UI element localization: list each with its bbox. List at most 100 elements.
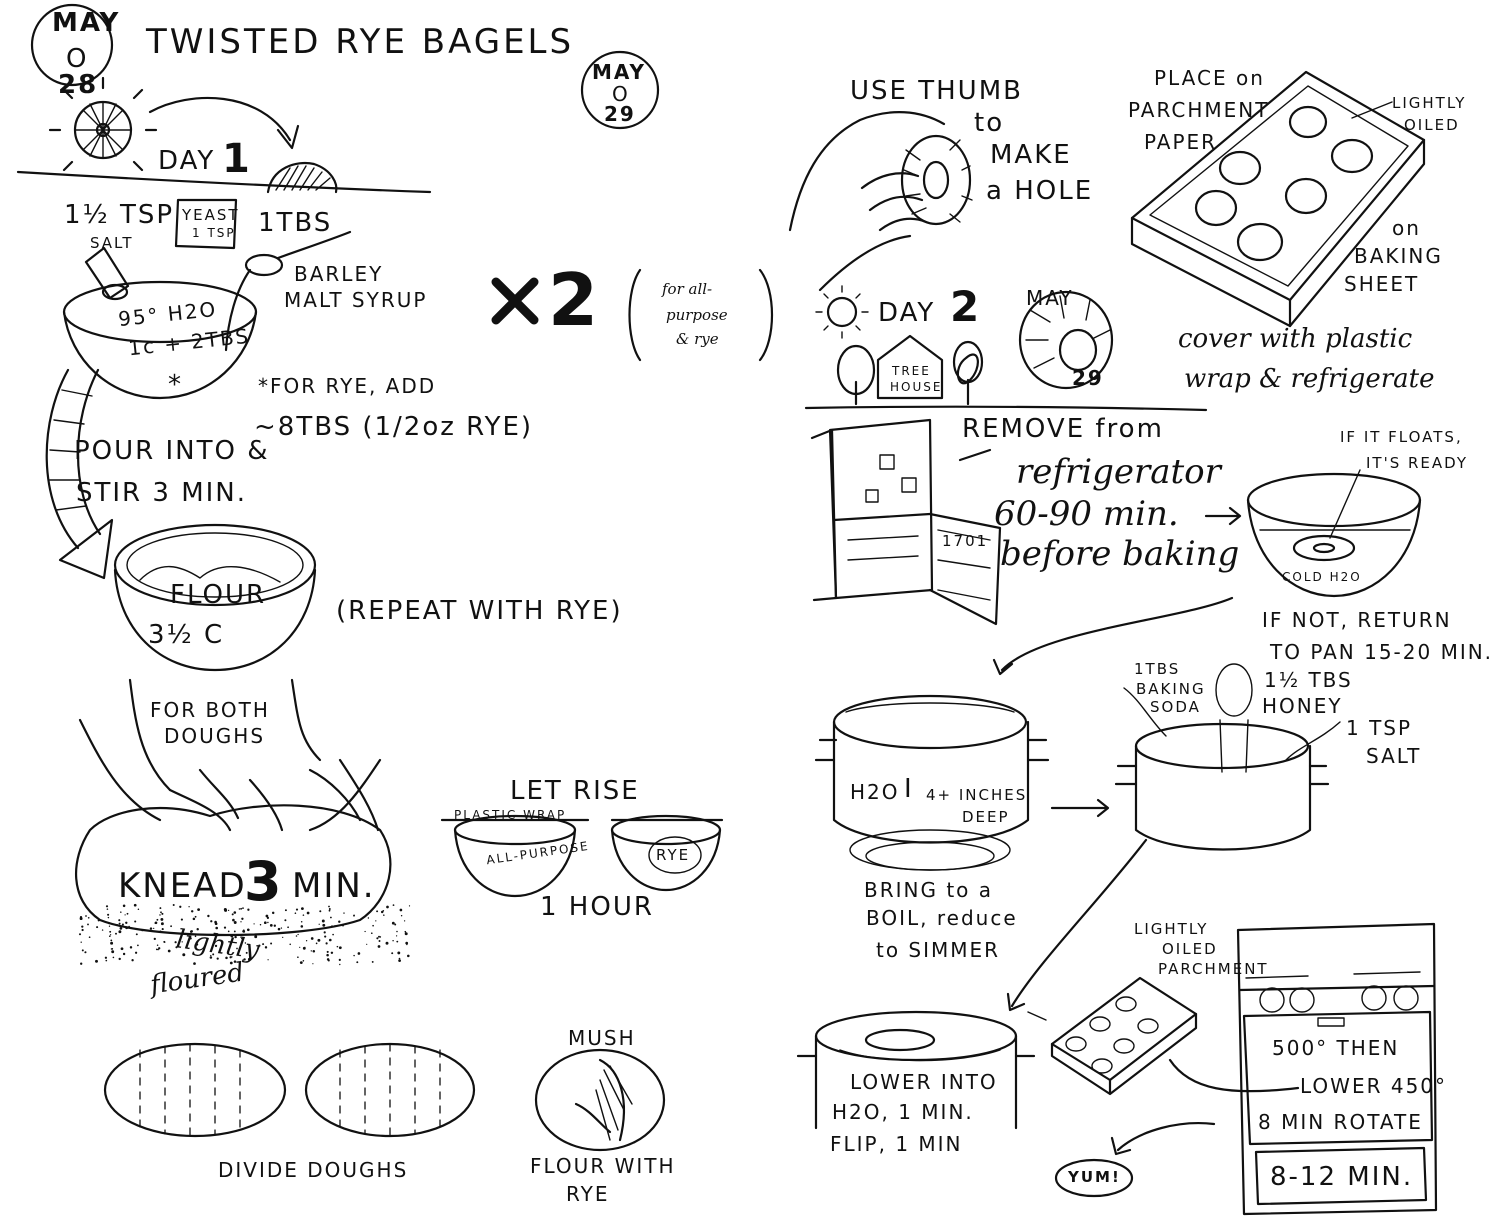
oven-temp1: 500° THEN: [1272, 1036, 1399, 1060]
flour-speck: [282, 937, 283, 938]
flour-speck: [108, 917, 109, 918]
flour-speck: [195, 916, 197, 918]
flour-speck: [160, 918, 163, 921]
flour-speck: [138, 908, 140, 910]
flour-speck: [364, 931, 365, 932]
flour-speck: [156, 919, 158, 921]
flour-speck: [327, 951, 329, 953]
flour-speck: [191, 910, 193, 912]
boil-line2: BOIL, reduce: [866, 906, 1018, 930]
flour-speck: [119, 958, 121, 960]
flour-speck: [153, 928, 154, 929]
flour-speck: [228, 910, 229, 911]
oven-time: 8-12 MIN.: [1270, 1162, 1413, 1192]
float-not-2: TO PAN 15-20 MIN.: [1270, 640, 1493, 664]
flour-speck: [127, 913, 129, 915]
oiled-line1: LIGHTLY: [1392, 94, 1466, 112]
flour-speck: [330, 917, 332, 919]
flour-speck: [109, 935, 111, 937]
addition-salt-2: SALT: [1366, 744, 1421, 768]
flour-speck: [239, 908, 240, 909]
flour-speck: [215, 922, 218, 925]
flour-speck: [397, 951, 400, 954]
knead-word: KNEAD: [118, 866, 247, 906]
oiled-line2: OILED: [1404, 116, 1460, 134]
flour-speck: [301, 925, 304, 928]
flour-speck: [396, 931, 398, 933]
flour-speck: [303, 914, 305, 916]
remove-line3: 60-90 min.: [994, 494, 1179, 534]
flour-speck: [270, 924, 273, 927]
flour-speck: [326, 942, 328, 944]
flour-speck: [265, 946, 267, 948]
flour-speck: [317, 939, 320, 942]
flour-speck: [193, 918, 196, 921]
flour-speck: [392, 922, 395, 925]
flour-speck: [247, 928, 250, 931]
flour-speck: [188, 906, 189, 907]
flour-speck: [287, 926, 289, 928]
flour-speck: [301, 921, 303, 923]
flour-speck: [120, 911, 122, 913]
flour-speck: [311, 950, 312, 951]
sheet-line3: SHEET: [1344, 272, 1419, 296]
soda-line3: SODA: [1150, 698, 1201, 716]
flour-speck: [329, 910, 331, 912]
flour-speck: [233, 911, 236, 914]
flour-speck: [81, 942, 82, 943]
float-water: COLD H2O: [1282, 570, 1362, 584]
flour-speck: [232, 919, 235, 922]
flour-speck: [264, 933, 266, 935]
flour-speck: [141, 929, 143, 931]
fridge-door-label: 1701: [942, 532, 988, 550]
flour-speck: [240, 908, 242, 910]
flour-speck: [117, 924, 118, 925]
soda-line1: 1TBS: [1134, 660, 1180, 678]
page-title: TWISTED RYE BAGELS: [146, 22, 574, 62]
flour-speck: [331, 952, 333, 954]
flour-speck: [210, 920, 212, 922]
flour-speck: [128, 926, 130, 928]
mush-dough-ball: [536, 1050, 664, 1150]
lower-line1: LOWER INTO: [850, 1070, 998, 1094]
flour-speck: [115, 933, 117, 935]
flour-speck: [331, 925, 333, 927]
paren-right: [760, 270, 772, 360]
flour-speck: [327, 958, 330, 961]
flour-speck: [89, 936, 91, 938]
knead-number: 3: [244, 850, 284, 913]
lower-line2: H2O, 1 MIN.: [832, 1100, 974, 1124]
honey-line2: HONEY: [1262, 694, 1343, 718]
flour-speck: [84, 952, 85, 953]
flour-speck: [383, 914, 385, 916]
flour-speck: [405, 932, 408, 935]
flour-speck: [392, 940, 393, 941]
flour-speck: [295, 912, 297, 914]
flour-speck: [322, 920, 325, 923]
flour-speck: [224, 908, 227, 911]
flour-speck: [372, 961, 374, 963]
thumb-line4: a HOLE: [986, 176, 1093, 206]
flour-speck: [324, 931, 326, 933]
malt-name-1: BARLEY: [294, 262, 383, 286]
float-line1: IF IT FLOATS,: [1340, 428, 1463, 446]
flour-rye-2: RYE: [566, 1182, 609, 1206]
flour-speck: [159, 914, 160, 915]
flour-speck: [270, 943, 272, 945]
flour-speck: [386, 906, 389, 909]
multiplier-note-2: purpose: [666, 306, 728, 324]
flour-speck: [130, 946, 132, 948]
flour-speck: [303, 947, 306, 950]
flour-speck: [137, 945, 139, 947]
float-line2: IT'S READY: [1366, 454, 1468, 472]
flour-speck: [253, 923, 254, 924]
pour-line2: STIR 3 MIN.: [76, 478, 247, 508]
flour-speck: [105, 957, 107, 959]
treehouse-line2: HOUSE: [890, 380, 942, 394]
flour-speck: [87, 923, 89, 925]
flour-speck: [379, 936, 381, 938]
remove-line4: before baking: [1000, 534, 1239, 574]
refrigerator-drawing: [812, 420, 1000, 624]
flour-speck: [161, 913, 163, 915]
